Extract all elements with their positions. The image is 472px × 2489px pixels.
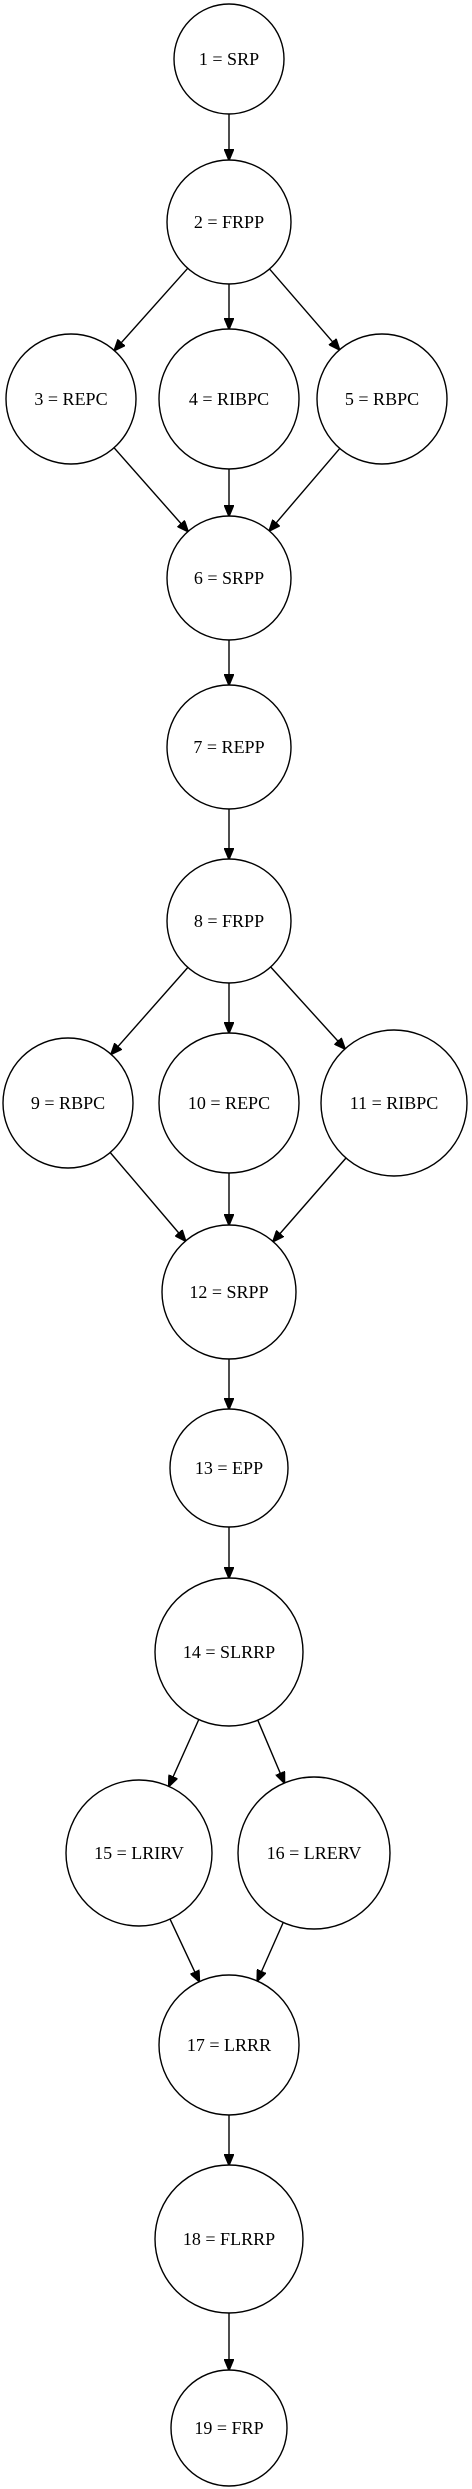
node-15-label: 15 = LRIRV xyxy=(94,1843,184,1863)
node-11: 11 = RIBPC xyxy=(320,1029,468,1177)
node-6: 6 = SRPP xyxy=(166,515,292,641)
node-10: 10 = REPC xyxy=(158,1032,300,1174)
node-17: 17 = LRRR xyxy=(158,1974,300,2116)
node-8-label: 8 = FRPP xyxy=(194,911,264,931)
node-1-circle xyxy=(173,3,285,115)
node-16-label: 16 = LRERV xyxy=(267,1843,362,1863)
node-8: 8 = FRPP xyxy=(166,858,292,984)
node-19: 19 = FRP xyxy=(170,2369,288,2487)
node-10-label: 10 = REPC xyxy=(188,1093,270,1113)
edge-15-to-17 xyxy=(169,1918,199,1982)
node-13: 13 = EPP xyxy=(169,1408,289,1528)
edge-2-to-3 xyxy=(114,267,189,350)
edge-9-to-12 xyxy=(109,1152,185,1242)
node-6-label: 6 = SRPP xyxy=(194,568,264,588)
node-19-circle xyxy=(170,2369,288,2487)
edge-5-to-6 xyxy=(269,447,341,531)
edge-8-to-9 xyxy=(111,966,189,1054)
node-14-circle xyxy=(154,1577,304,1727)
node-11-circle xyxy=(320,1029,468,1177)
node-2: 2 = FRPP xyxy=(166,159,292,285)
node-6-circle xyxy=(166,515,292,641)
node-11-label: 11 = RIBPC xyxy=(350,1093,439,1113)
nodes-layer: 1 = SRP 2 = FRPP 3 = REPC 4 = RIBPC 5 = … xyxy=(2,3,468,2487)
edge-2-to-5 xyxy=(268,268,340,350)
node-1: 1 = SRP xyxy=(173,3,285,115)
edge-11-to-12 xyxy=(273,1157,347,1242)
node-3-label: 3 = REPC xyxy=(34,389,107,409)
node-7: 7 = REPP xyxy=(166,684,292,810)
node-5: 5 = RBPC xyxy=(316,333,448,465)
node-1-label: 1 = SRP xyxy=(199,49,259,69)
node-7-circle xyxy=(166,684,292,810)
node-19-label: 19 = FRP xyxy=(194,2418,263,2438)
node-13-label: 13 = EPP xyxy=(195,1458,263,1478)
edges-layer xyxy=(110,114,346,2370)
node-17-circle xyxy=(158,1974,300,2116)
edge-14-to-15 xyxy=(169,1719,200,1787)
edge-16-to-17 xyxy=(257,1922,284,1982)
node-17-label: 17 = LRRR xyxy=(187,2035,271,2055)
node-9: 9 = RBPC xyxy=(2,1037,134,1169)
node-13-circle xyxy=(169,1408,289,1528)
node-2-circle xyxy=(166,159,292,285)
node-12-circle xyxy=(161,1224,297,1360)
edge-8-to-11 xyxy=(270,966,345,1049)
node-5-circle xyxy=(316,333,448,465)
node-18-circle xyxy=(154,2164,304,2314)
node-15-circle xyxy=(65,1779,213,1927)
node-14: 14 = SLRRP xyxy=(154,1577,304,1727)
node-12: 12 = SRPP xyxy=(161,1224,297,1360)
node-9-circle xyxy=(2,1037,134,1169)
node-16: 16 = LRERV xyxy=(237,1776,391,1930)
node-2-label: 2 = FRPP xyxy=(194,212,264,232)
node-12-label: 12 = SRPP xyxy=(189,1282,268,1302)
node-18-label: 18 = FLRRP xyxy=(183,2229,275,2249)
node-15: 15 = LRIRV xyxy=(65,1779,213,1927)
node-8-circle xyxy=(166,858,292,984)
node-4: 4 = RIBPC xyxy=(158,328,300,470)
node-18: 18 = FLRRP xyxy=(154,2164,304,2314)
node-14-label: 14 = SLRRP xyxy=(183,1642,275,1662)
edge-3-to-6 xyxy=(113,447,188,532)
node-9-label: 9 = RBPC xyxy=(31,1093,105,1113)
node-10-circle xyxy=(158,1032,300,1174)
edge-14-to-16 xyxy=(257,1719,285,1783)
node-3: 3 = REPC xyxy=(5,333,137,465)
node-5-label: 5 = RBPC xyxy=(345,389,419,409)
node-4-label: 4 = RIBPC xyxy=(189,389,269,409)
node-3-circle xyxy=(5,333,137,465)
node-16-circle xyxy=(237,1776,391,1930)
node-7-label: 7 = REPP xyxy=(193,737,264,757)
node-4-circle xyxy=(158,328,300,470)
